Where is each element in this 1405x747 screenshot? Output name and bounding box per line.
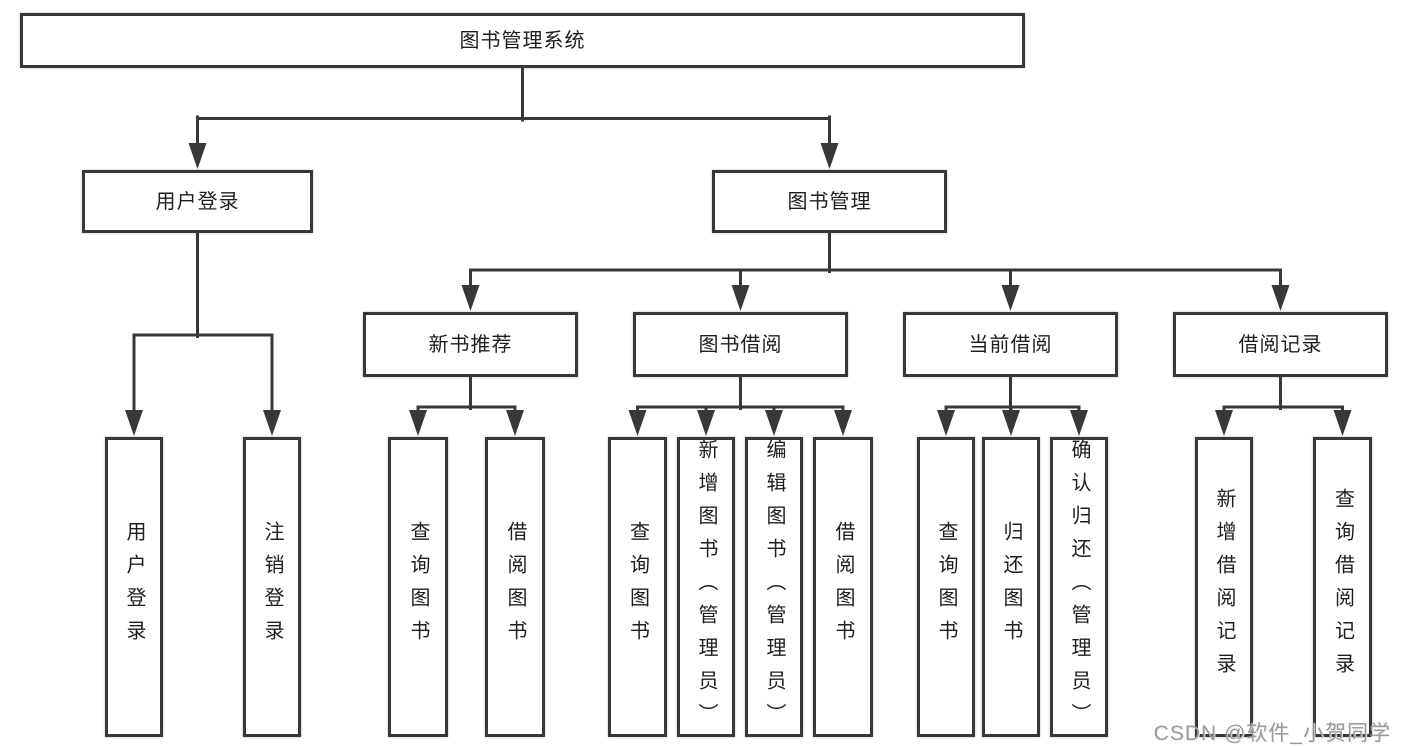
leaf-query-books: 查询图书 [917,437,975,737]
arrowhead [125,410,143,436]
arrowhead [1001,285,1020,311]
node-label: 查询图书 [626,521,649,653]
node-label: 确认归还（管理员） [1068,438,1090,736]
node-user-login: 用户登录 [82,170,313,233]
leaf-user-login: 用户登录 [105,437,163,737]
leaf-logout: 注销登录 [243,437,301,737]
leaf-confirm-return-admin: 确认归还（管理员） [1050,437,1108,737]
arrowhead [1271,285,1290,311]
leaf-borrow-books: 借阅图书 [813,437,873,737]
arrowhead [409,410,427,436]
node-label: 借阅记录 [1238,333,1323,356]
arrowhead [731,285,750,311]
leaf-add-borrow-record: 新增借阅记录 [1195,437,1253,737]
arrowhead [1070,410,1088,436]
connector-borrow-records-split [1222,375,1344,414]
node-current-borrow: 当前借阅 [903,312,1118,377]
node-book-management: 图书管理 [712,170,947,233]
node-label: 当前借阅 [968,333,1053,356]
node-label: 借阅图书 [504,521,526,653]
connector-new-book-split [416,375,517,414]
arrowhead [461,285,480,311]
leaf-return-books: 归还图书 [982,437,1040,737]
node-label: 查询图书 [407,521,429,653]
node-label: 图书管理 [787,190,872,213]
node-label: 编辑图书（管理员） [763,438,785,736]
arrowhead [506,410,524,436]
arrowhead [697,410,715,436]
node-library-management-system: 图书管理系统 [20,13,1025,68]
node-label: 查询图书 [935,521,957,653]
arrowhead [834,410,852,436]
connector-user-login-split [132,231,274,415]
arrowhead [1215,410,1233,436]
arrowhead [1333,410,1352,436]
connector-current-borrow-split [944,375,1081,414]
node-label: 归还图书 [1000,521,1022,653]
node-label: 用户登录 [155,190,240,213]
arrowhead [937,410,955,436]
arrowhead [820,143,839,169]
node-book-borrow: 图书借阅 [633,312,848,377]
csdn-watermark: CSDN @软件_小贺同学 [1153,722,1391,745]
arrowhead [188,143,207,169]
node-label: 图书管理系统 [459,29,586,52]
node-label: 用户登录 [123,521,145,653]
leaf-borrow-books: 借阅图书 [485,437,545,737]
leaf-query-borrow-record: 查询借阅记录 [1313,437,1372,737]
connector-book-borrow-split [636,375,845,414]
connector-root-split [196,66,831,148]
arrowhead [765,410,783,436]
node-label: 新增借阅记录 [1213,488,1235,686]
leaf-edit-books-admin: 编辑图书（管理员） [745,437,803,737]
leaf-query-books: 查询图书 [608,437,667,737]
node-label: 新书推荐 [428,333,513,356]
node-label: 新增图书（管理员） [695,438,717,736]
leaf-add-books-admin: 新增图书（管理员） [677,437,735,737]
leaf-query-books: 查询图书 [388,437,448,737]
node-label: 注销登录 [261,521,283,653]
connector-book-mgmt-split [469,231,1282,290]
node-label: 借阅图书 [832,521,854,653]
node-label: 查询借阅记录 [1331,488,1354,686]
arrowhead [628,410,647,436]
node-borrow-records: 借阅记录 [1173,312,1388,377]
arrowhead [1002,410,1020,436]
node-new-book-recommend: 新书推荐 [363,312,578,377]
node-label: 图书借阅 [698,333,783,356]
arrowhead [263,410,281,436]
